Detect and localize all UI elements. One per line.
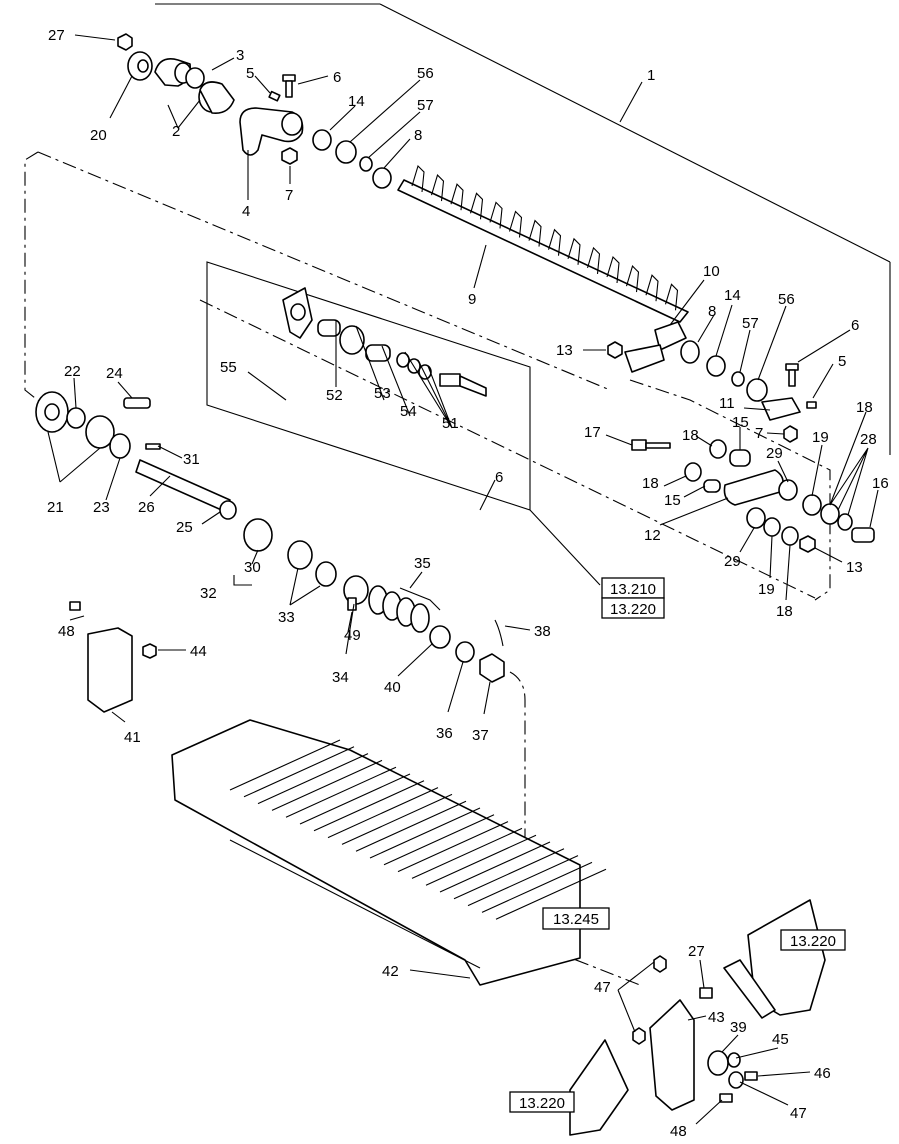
sprocket-subassembly	[282, 287, 487, 397]
callout: 5	[246, 65, 254, 82]
callout: 46	[814, 1065, 831, 1082]
callout: 19	[758, 581, 775, 598]
callout: 11	[719, 395, 735, 412]
ref-13-245-text: 13.245	[553, 911, 599, 928]
callout: 57	[742, 315, 759, 332]
callout: 37	[472, 727, 489, 744]
callout: 36	[436, 725, 453, 742]
callout: 29	[766, 445, 783, 462]
reference-box-13-220-upper: 13.220	[601, 597, 665, 619]
callout: 35	[414, 555, 431, 572]
callout: 9	[468, 291, 476, 308]
callout: 57	[417, 97, 434, 114]
callout: 48	[670, 1123, 687, 1140]
callout: 18	[682, 427, 699, 444]
callout: 27	[48, 27, 65, 44]
callout: 53	[374, 385, 391, 402]
callout: 18	[642, 475, 659, 492]
callout: 28	[860, 431, 877, 448]
callout: 29	[724, 553, 741, 570]
callout: 23	[93, 499, 110, 516]
callout: 34	[332, 669, 349, 686]
callout: 19	[812, 429, 829, 446]
callout: 26	[138, 499, 155, 516]
callout: 39	[730, 1019, 747, 1036]
right-side-parts	[607, 340, 875, 553]
callout: 13	[556, 342, 573, 359]
callout: 48	[58, 623, 75, 640]
callout: 4	[242, 203, 250, 220]
reference-box-13-220-right: 13.220	[780, 929, 846, 951]
callout: 7	[755, 425, 763, 442]
callout: 5	[838, 353, 846, 370]
callout: 10	[703, 263, 720, 280]
callout: 30	[244, 559, 261, 576]
callout: 55	[220, 359, 237, 376]
callout: 3	[236, 47, 244, 64]
callout: 8	[414, 127, 422, 144]
lower-right-bracket	[569, 899, 826, 1136]
callout: 18	[776, 603, 793, 620]
callout: 14	[724, 287, 741, 304]
callout: 31	[183, 451, 200, 468]
assembly-outline	[24, 3, 891, 986]
callout: 6	[495, 469, 503, 486]
callout: 14	[348, 93, 365, 110]
callout: 17	[584, 424, 601, 441]
callout: 8	[708, 303, 716, 320]
callout: 12	[644, 527, 661, 544]
callout: 44	[190, 643, 207, 660]
callout: 6	[851, 317, 859, 334]
callout: 47	[594, 979, 611, 996]
callout: 47	[790, 1105, 807, 1122]
ref-13-210-text: 13.210	[610, 581, 656, 598]
pickup-frame	[171, 719, 607, 986]
callout: 49	[344, 627, 361, 644]
callout: 43	[708, 1009, 725, 1026]
callout: 32	[200, 585, 217, 602]
spring	[368, 585, 430, 633]
callout: 56	[417, 65, 434, 82]
callout: 25	[176, 519, 193, 536]
callout: 22	[64, 363, 81, 380]
callout: 54	[400, 403, 417, 420]
finger-shaft	[397, 164, 689, 323]
callout: 6	[333, 69, 341, 86]
callout: 16	[872, 475, 889, 492]
reference-box-13-210: 13.210	[601, 577, 665, 599]
callout: 27	[688, 943, 705, 960]
ref-13-220-text: 13.220	[610, 601, 656, 618]
callout: 15	[664, 492, 681, 509]
callout: 24	[106, 365, 123, 382]
leader-lines	[47, 34, 879, 1125]
callout: 15	[732, 414, 749, 431]
left-bracket	[69, 601, 157, 713]
callout: 52	[326, 387, 343, 404]
callout: 33	[278, 609, 295, 626]
callout: 41	[124, 729, 141, 746]
callout: 18	[856, 399, 873, 416]
callout: 40	[384, 679, 401, 696]
callout: 2	[172, 123, 180, 140]
callout: 20	[90, 127, 107, 144]
reference-box-13-220-lower: 13.220	[509, 1091, 575, 1113]
callout: 51	[442, 415, 459, 432]
upper-shaft-assembly	[117, 33, 689, 373]
ref-13-220-lower-text: 13.220	[519, 1095, 565, 1112]
callout: 42	[382, 963, 399, 980]
callout: 21	[47, 499, 64, 516]
callout: 7	[285, 187, 293, 204]
callout: 13	[846, 559, 863, 576]
reference-box-13-245: 13.245	[542, 907, 610, 930]
callout: 56	[778, 291, 795, 308]
callout: 45	[772, 1031, 789, 1048]
left-side-assembly	[35, 391, 505, 683]
callout: 1	[647, 67, 655, 84]
callout-labels: 1 2 3 4 5 5 6 6 6 7 7 8 8 9 10 11 12 13 …	[47, 27, 889, 1140]
callout: 38	[534, 623, 551, 640]
ref-13-220-right-text: 13.220	[790, 933, 836, 950]
